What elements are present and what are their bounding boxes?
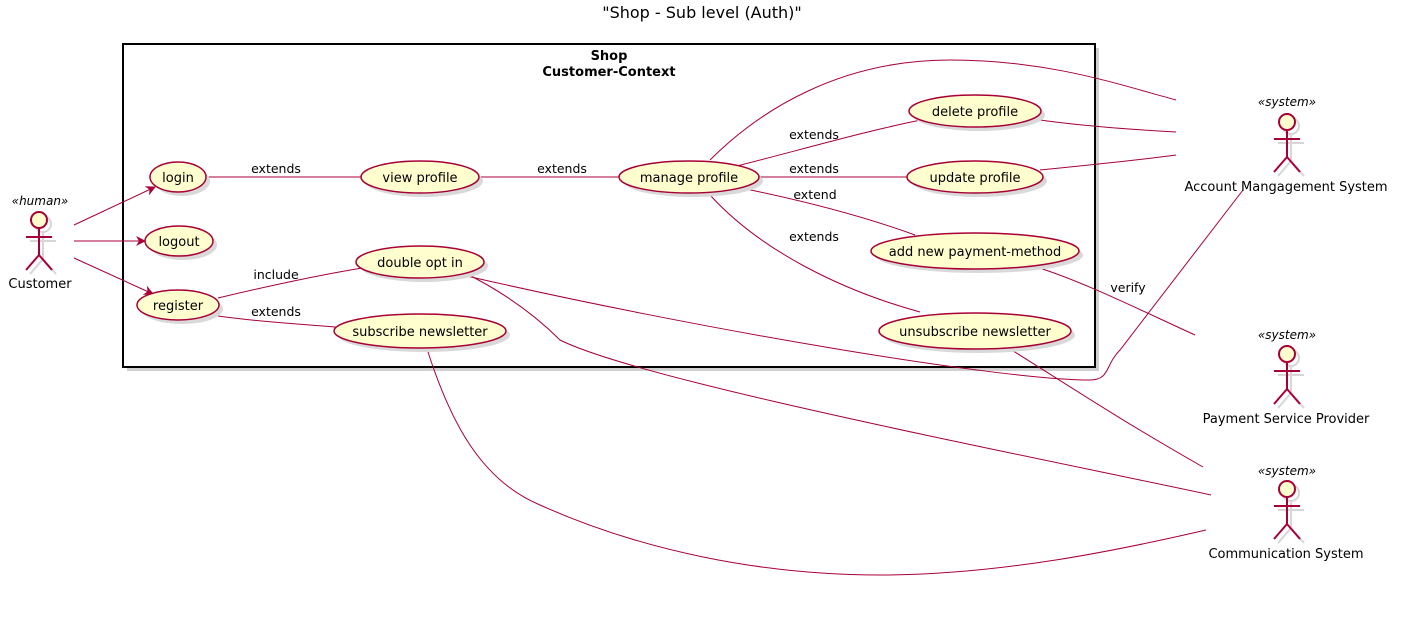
edge-customer-register — [73, 257, 154, 295]
stick-figure-icon — [25, 211, 53, 271]
edge-register-double-opt-in — [217, 267, 363, 299]
stick-figure-icon — [1273, 480, 1301, 540]
edge-label-login-view: extends — [251, 161, 301, 176]
actor-communication-stereotype: «system» — [1258, 464, 1316, 478]
edge-register-subscribe-newsletter — [217, 315, 337, 328]
usecase-manage-profile-label: manage profile — [640, 171, 738, 186]
actor-payment-stereotype: «system» — [1258, 328, 1316, 342]
edge-customer-login — [73, 186, 156, 226]
usecase-add-payment-method-label: add new payment-method — [889, 245, 1061, 260]
actor-account-stereotype: «system» — [1258, 95, 1316, 109]
usecase-delete-profile[interactable]: delete profile — [908, 94, 1045, 131]
stick-figure-icon — [1273, 113, 1301, 173]
edge-label-payment-psp: verify — [1110, 280, 1146, 295]
edge-payment-psp — [1032, 265, 1196, 336]
edge-unsubscribe-communication — [1009, 348, 1204, 468]
usecase-add-payment-method[interactable]: add new payment-method — [870, 232, 1083, 273]
usecase-register-label: register — [153, 299, 204, 314]
usecase-manage-profile[interactable]: manage profile — [618, 160, 763, 197]
usecase-update-profile[interactable]: update profile — [906, 160, 1047, 197]
usecase-update-profile-label: update profile — [930, 171, 1021, 186]
edge-subscribe-communication — [427, 351, 1207, 576]
usecase-login-label: login — [162, 171, 194, 186]
usecase-logout[interactable]: logout — [144, 225, 217, 260]
usecase-view-profile-label: view profile — [382, 171, 457, 186]
edge-update-account-system — [1039, 154, 1177, 171]
actor-communication-name: Communication System — [1208, 547, 1363, 562]
diagram-title: "Shop - Sub level (Auth)" — [602, 3, 802, 22]
actor-customer-stereotype: «human» — [12, 194, 69, 208]
actor-customer[interactable]: «human» Customer — [8, 194, 72, 292]
edge-label-manage-payment: extend — [793, 187, 836, 202]
boundary-title-line1: Shop — [591, 49, 628, 64]
edge-double-opt-in-communication — [462, 271, 1212, 496]
edge-double-opt-in-account-system — [457, 189, 1244, 381]
usecase-login[interactable]: login — [149, 161, 210, 196]
edge-label-manage-unsubscribe: extends — [789, 229, 839, 244]
edge-labels: extends extends include extends extends … — [251, 127, 1146, 319]
stick-figure-icon — [1273, 345, 1301, 405]
usecase-double-opt-in-label: double opt in — [377, 256, 463, 271]
usecase-unsubscribe-newsletter-label: unsubscribe newsletter — [899, 325, 1051, 340]
usecase-logout-label: logout — [158, 235, 199, 250]
usecase-subscribe-newsletter-label: subscribe newsletter — [352, 325, 488, 340]
edge-label-manage-delete: extends — [789, 127, 839, 142]
usecase-unsubscribe-newsletter[interactable]: unsubscribe newsletter — [878, 312, 1075, 353]
actor-account-management-system[interactable]: «system» Account Mangagement System — [1184, 95, 1387, 195]
actor-payment-service-provider[interactable]: «system» Payment Service Provider — [1203, 328, 1370, 427]
usecase-view-profile[interactable]: view profile — [360, 160, 483, 197]
usecase-double-opt-in[interactable]: double opt in — [355, 245, 488, 282]
edge-label-register-subscribe: extends — [251, 304, 301, 319]
edge-manage-delete-profile — [736, 119, 922, 167]
edge-label-register-optin: include — [253, 267, 299, 282]
edge-delete-account-system — [1039, 119, 1177, 133]
actor-communication-system[interactable]: «system» Communication System — [1208, 464, 1363, 562]
edge-label-view-manage: extends — [537, 161, 587, 176]
edge-manage-account-system — [709, 59, 1177, 161]
edge-manage-add-payment — [740, 187, 916, 236]
actor-payment-name: Payment Service Provider — [1203, 412, 1370, 427]
edge-manage-unsubscribe — [709, 194, 921, 313]
boundary-title-line2: Customer-Context — [542, 65, 675, 80]
usecase-subscribe-newsletter[interactable]: subscribe newsletter — [333, 313, 510, 352]
edge-label-manage-update: extends — [789, 161, 839, 176]
actor-customer-name: Customer — [8, 277, 72, 292]
usecase-delete-profile-label: delete profile — [932, 105, 1018, 120]
usecase-register[interactable]: register — [136, 289, 223, 324]
actor-account-name: Account Mangagement System — [1184, 180, 1387, 195]
edges — [73, 59, 1244, 576]
